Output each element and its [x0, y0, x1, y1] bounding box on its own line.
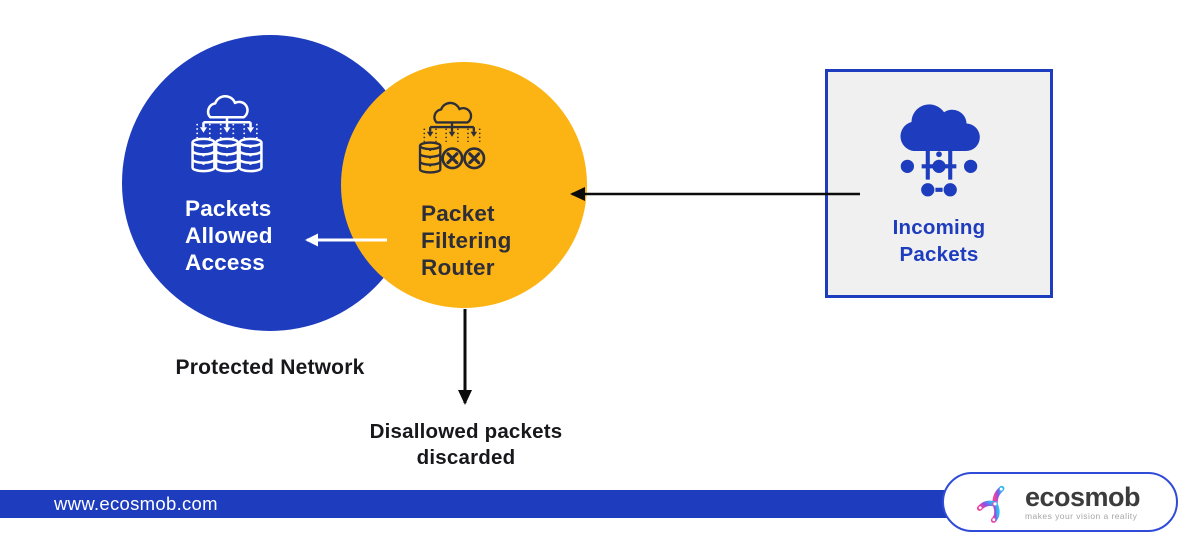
- footer-bar: www.ecosmob.com: [0, 490, 1060, 518]
- label-line: Packet: [421, 201, 495, 226]
- incoming-cloud-icon: [900, 104, 980, 197]
- label-line: Router: [421, 255, 495, 280]
- label-line: discarded: [416, 445, 516, 469]
- filter-circle-label: Packet Filtering Router: [421, 200, 512, 281]
- incoming-packets-box: Incoming Packets: [825, 69, 1053, 298]
- protected-circle-label: Packets Allowed Access: [185, 195, 273, 276]
- brand-text-block: ecosmob makes your vision a reality: [1025, 481, 1141, 521]
- label-line: Packets: [185, 196, 272, 221]
- incoming-box-label: Incoming Packets: [893, 214, 986, 268]
- label-line: Filtering: [421, 228, 512, 253]
- website-url: www.ecosmob.com: [54, 493, 218, 514]
- label-line: Incoming: [892, 216, 986, 239]
- brand-name: ecosmob: [1025, 481, 1141, 512]
- ecosmob-logo-icon: [976, 485, 1005, 523]
- protected-network-caption: Protected Network: [175, 356, 365, 379]
- packet-filtering-circle: Packet Filtering Router: [341, 62, 587, 308]
- disallowed-packets-caption: Disallowed packets discarded: [346, 419, 586, 470]
- brand-tagline: makes your vision a reality: [1025, 510, 1138, 521]
- label-line: Disallowed packets: [369, 420, 563, 443]
- cloud-servers-icon: [191, 94, 263, 173]
- ecosmob-logo-pill: ecosmob makes your vision a reality: [942, 472, 1178, 532]
- label-line: Allowed: [185, 223, 273, 248]
- label-line: Packets: [899, 243, 979, 266]
- label-line: Access: [185, 250, 266, 275]
- cloud-filter-icon: [418, 101, 486, 174]
